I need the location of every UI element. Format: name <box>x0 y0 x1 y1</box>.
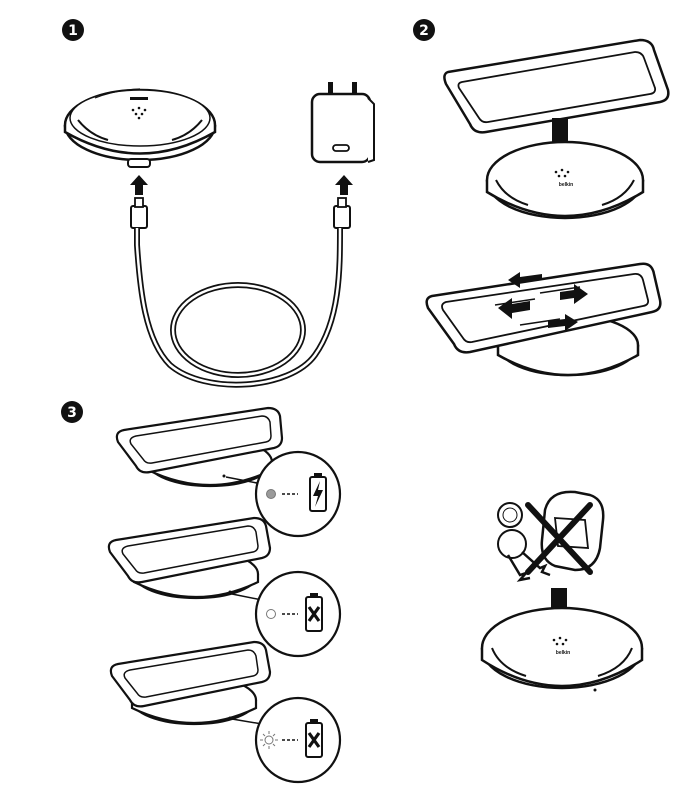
arrow-up-to-pad <box>130 175 148 195</box>
battery-bolt-icon <box>309 473 327 512</box>
usb-c-cable <box>130 197 351 388</box>
status-row-error <box>109 640 342 784</box>
logo-wordmark-mark <box>130 97 148 100</box>
cross-x-icon <box>525 502 593 575</box>
phone-centered <box>425 262 662 354</box>
status-row-charging <box>115 406 342 538</box>
alignment-arrows <box>498 272 588 331</box>
led-off-icon <box>266 609 276 619</box>
battery-x-icon <box>305 593 323 632</box>
coin-icon <box>497 502 523 528</box>
step-3-badge: 3 <box>61 401 83 423</box>
arrow-up-to-adapter <box>335 175 353 195</box>
step-2-number: 2 <box>419 23 429 39</box>
pad-logo-text-2: belkin <box>556 650 570 656</box>
step-3-number: 3 <box>67 405 77 421</box>
charging-pad-step4: belkin <box>480 606 644 692</box>
foreign-objects-warning: belkin <box>480 490 644 692</box>
led-flashing-icon <box>260 731 278 749</box>
belkin-logo-dots <box>131 106 147 120</box>
adapter-usb-c-port <box>332 144 350 152</box>
battery-x-icon <box>305 719 323 758</box>
led-steady-icon <box>266 489 276 499</box>
step-1-number: 1 <box>68 23 78 39</box>
charging-pad-step1 <box>63 88 217 168</box>
usb-c-port <box>127 158 151 168</box>
phone-placing <box>443 38 670 134</box>
step-2-badge: 2 <box>413 19 435 41</box>
step-1-badge: 1 <box>62 19 84 41</box>
status-row-not-charging <box>107 516 342 658</box>
wall-adapter <box>310 82 375 164</box>
charging-pad-step2: belkin <box>485 140 645 220</box>
pad-logo-text: belkin <box>559 182 573 188</box>
